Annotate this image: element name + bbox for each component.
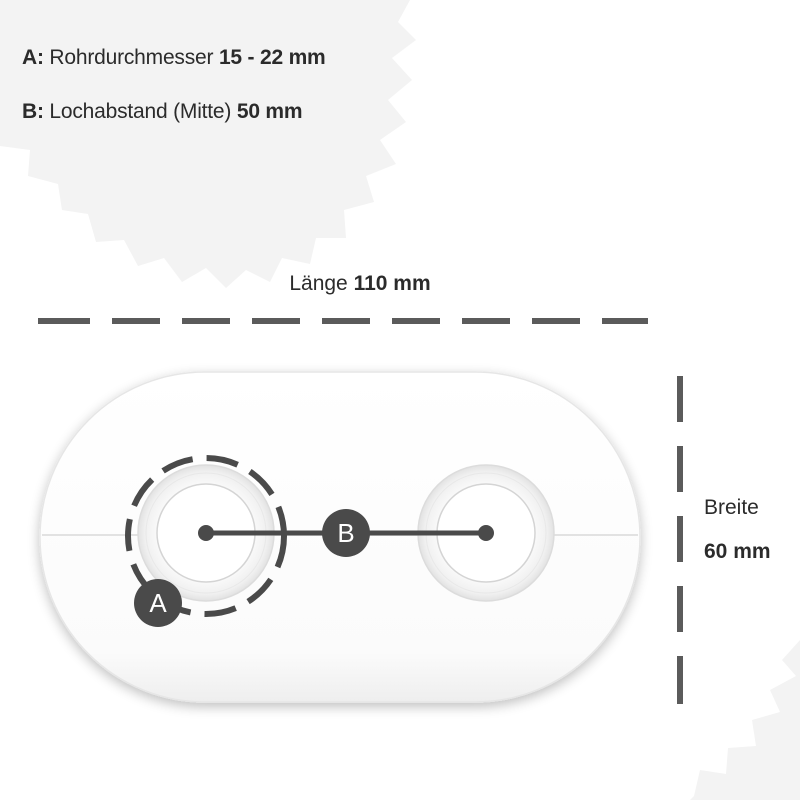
starburst-top-left bbox=[0, 0, 416, 288]
spec-a-value: 15 - 22 mm bbox=[218, 46, 326, 69]
marker-a-label: A bbox=[149, 588, 167, 618]
spec-b-value: 50 mm bbox=[236, 100, 303, 123]
marker-a: A bbox=[134, 579, 182, 627]
width-dimension-value: 60 mm bbox=[704, 540, 771, 564]
spec-a-key: A: bbox=[22, 46, 44, 69]
marker-b-label: B bbox=[337, 518, 354, 548]
width-label: Breite bbox=[704, 496, 759, 519]
length-value: 110 mm bbox=[353, 272, 431, 295]
width-value: 60 mm bbox=[704, 540, 771, 563]
spec-b-label: Lochabstand (Mitte) bbox=[49, 100, 232, 123]
spec-a-label: Rohrdurchmesser bbox=[49, 46, 214, 69]
marker-b: B bbox=[322, 509, 370, 557]
pipe-diameter-dashed-circle bbox=[125, 455, 287, 617]
length-dimension-label: Länge 110 mm bbox=[0, 272, 720, 296]
spec-pipe-diameter: A: Rohrdurchmesser 15 - 22 mm bbox=[22, 46, 326, 70]
spec-hole-distance: B: Lochabstand (Mitte) 50 mm bbox=[22, 100, 303, 124]
left-center-dot bbox=[198, 525, 214, 541]
spec-b-key: B: bbox=[22, 100, 44, 123]
right-center-dot bbox=[478, 525, 494, 541]
length-label: Länge bbox=[289, 272, 348, 295]
starburst-bottom-right bbox=[690, 640, 800, 800]
